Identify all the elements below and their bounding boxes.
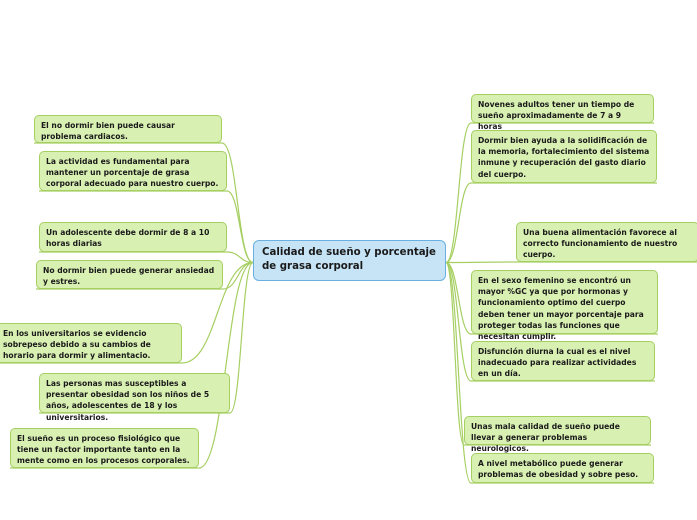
topic-label: Una buena alimentación favorece al corre… (523, 228, 678, 260)
topic-label: Disfunción diurna la cual es el nivel in… (478, 347, 637, 379)
connector-l1 (39, 190, 254, 264)
topic-young-adults-sleep[interactable]: Novenes adultos tener un tiempo de sueño… (471, 94, 654, 131)
topic-label: La actividad es fundamental para mantene… (46, 157, 219, 189)
topic-label: El sueño es un proceso fisiológico que t… (17, 434, 190, 466)
topic-physical-activity[interactable]: La actividad es fundamental para mantene… (39, 151, 227, 191)
topic-obesity-susceptible[interactable]: Las personas mas susceptibles a presenta… (39, 373, 230, 422)
topic-label: En el sexo femenino se encontró un mayor… (478, 276, 644, 342)
connector-l4 (0, 261, 254, 364)
connector-r2 (445, 261, 697, 264)
topic-label: Dormir bien ayuda a la solidificación de… (478, 136, 650, 179)
topic-label: En los universitarios se evidencio sobre… (3, 329, 151, 361)
connector-r5 (445, 261, 651, 446)
topic-label: Unas mala calidad de sueño puede llevar … (471, 422, 620, 454)
connector-r0 (445, 122, 654, 264)
topic-label: Las personas mas susceptibles a presenta… (46, 379, 210, 422)
connector-l2 (39, 251, 254, 264)
topic-anxiety-stress[interactable]: No dormir bien puede generar ansiedad y … (36, 260, 223, 289)
central-topic-label: Calidad de sueño y porcentaje de grasa c… (262, 247, 436, 272)
topic-label: No dormir bien puede generar ansiedad y … (43, 266, 215, 287)
topic-good-nutrition[interactable]: Una buena alimentación favorece al corre… (516, 222, 697, 262)
connector-r3 (445, 261, 658, 335)
connector-r4 (445, 261, 655, 382)
topic-label: Un adolescente debe dormir de 8 a 10 hor… (46, 228, 210, 249)
topic-label: El no dormir bien puede causar problema … (41, 121, 175, 142)
topic-female-body-fat[interactable]: En el sexo femenino se encontró un mayor… (471, 270, 658, 341)
topic-adolescent-sleep-hours[interactable]: Un adolescente debe dormir de 8 a 10 hor… (39, 222, 227, 252)
topic-university-overweight[interactable]: En los universitarios se evidencio sobre… (0, 323, 182, 363)
topic-metabolic-obesity[interactable]: A nivel metabólico puede generar problem… (471, 453, 654, 483)
topic-label: Novenes adultos tener un tiempo de sueño… (478, 100, 635, 132)
connector-l5 (39, 261, 254, 414)
topic-neurological-problems[interactable]: Unas mala calidad de sueño puede llevar … (464, 416, 651, 453)
connector-r1 (445, 182, 657, 264)
topic-sleep-physiological[interactable]: El sueño es un proceso fisiológico que t… (10, 428, 199, 468)
topic-label: A nivel metabólico puede generar problem… (478, 459, 639, 480)
connector-r6 (445, 261, 654, 484)
central-topic[interactable]: Calidad de sueño y porcentaje de grasa c… (253, 240, 446, 281)
topic-heart-problems[interactable]: El no dormir bien puede causar problema … (34, 115, 222, 143)
topic-sleep-benefits[interactable]: Dormir bien ayuda a la solidificación de… (471, 130, 657, 183)
topic-daytime-dysfunction[interactable]: Disfunción diurna la cual es el nivel in… (471, 341, 655, 381)
